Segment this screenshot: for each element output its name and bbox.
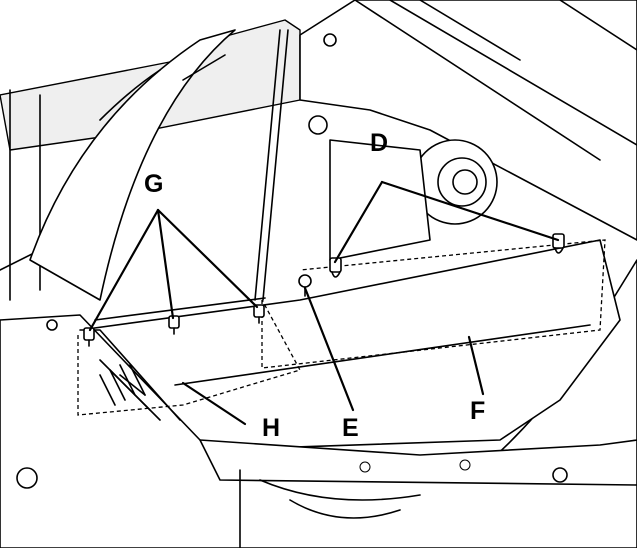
dashed-outline-h bbox=[77, 299, 301, 416]
fasteners-g bbox=[83, 304, 265, 347]
fastener-d1 bbox=[329, 257, 342, 278]
label-g: G bbox=[144, 170, 163, 198]
top-cover bbox=[299, 0, 637, 241]
fastener-g1 bbox=[83, 327, 95, 347]
label-h: H bbox=[262, 414, 280, 442]
vent-slots bbox=[99, 364, 146, 406]
leader-lines bbox=[88, 180, 560, 426]
label-d: D bbox=[370, 129, 388, 157]
left-fender bbox=[29, 29, 236, 301]
fasteners-d bbox=[329, 233, 565, 278]
dashed-outline-f bbox=[261, 239, 606, 369]
fastener-d2 bbox=[552, 233, 565, 254]
label-f: F bbox=[470, 397, 485, 425]
fastener-g2 bbox=[168, 315, 180, 335]
fastener-e bbox=[298, 274, 312, 297]
motor-pulley bbox=[329, 139, 498, 261]
fastener-g3 bbox=[253, 304, 265, 324]
label-e: E bbox=[342, 414, 359, 442]
support-strut bbox=[254, 29, 289, 301]
